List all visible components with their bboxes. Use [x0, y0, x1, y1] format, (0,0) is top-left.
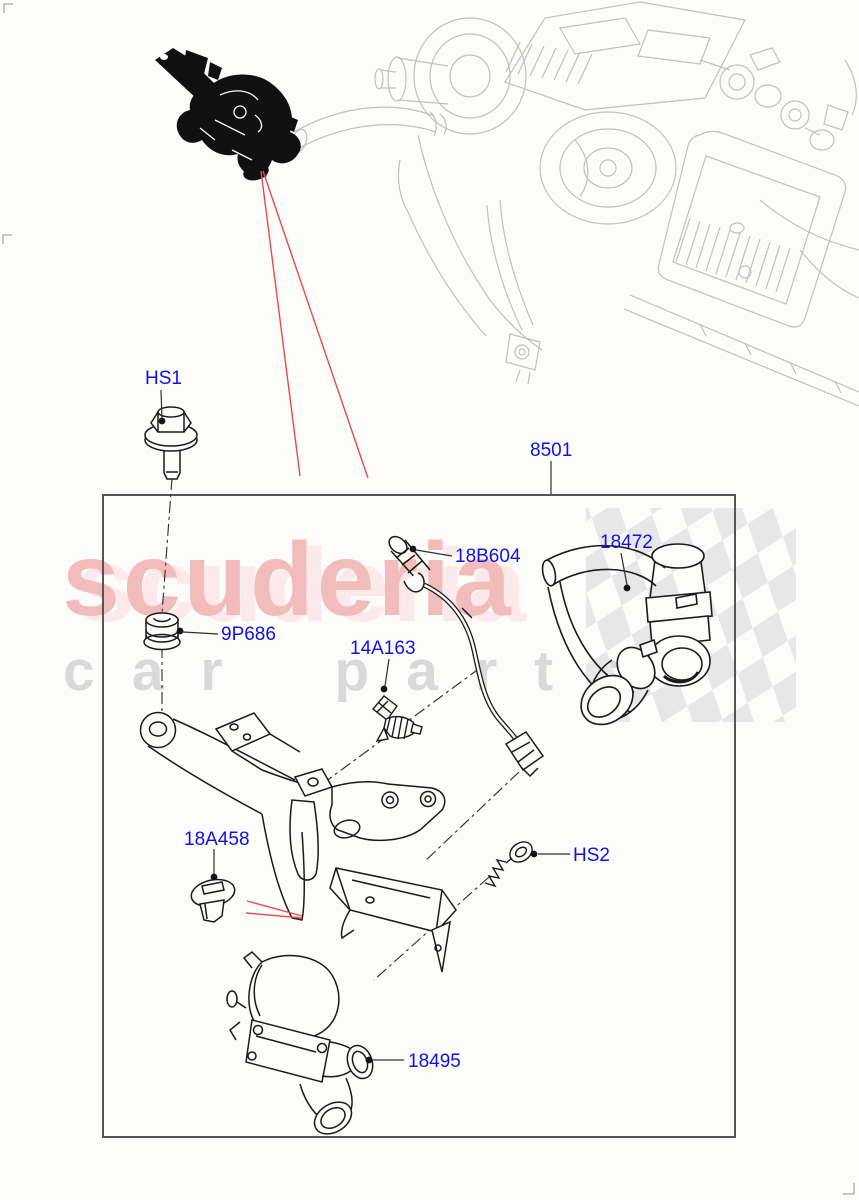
plug-red-arrows — [245, 900, 303, 919]
part-labels: HS1 8501 9P686 18B604 18472 14A163 18A45… — [145, 368, 653, 1072]
part-label-18495[interactable]: 18495 — [408, 1051, 461, 1072]
sensor-18b604-drawing — [388, 535, 545, 778]
sensor-14a163-drawing — [371, 695, 423, 742]
red-locator-lines — [260, 170, 369, 479]
grommet-9p686-drawing — [143, 612, 181, 651]
screw-hs2-drawing — [484, 841, 533, 888]
hose-18472-drawing — [541, 543, 713, 726]
watermark-brand-text: scuderia — [62, 522, 514, 638]
part-label-HS1[interactable]: HS1 — [145, 368, 182, 389]
bracket-drawing — [139, 711, 457, 973]
part-label-18B604[interactable]: 18B604 — [455, 546, 521, 567]
leader-lines — [160, 389, 628, 1061]
part-label-HS2[interactable]: HS2 — [573, 845, 610, 866]
valve-18495-drawing — [226, 951, 374, 1135]
parts-group-box — [102, 494, 736, 1138]
part-label-14A163[interactable]: 14A163 — [350, 638, 416, 659]
leader-dots — [158, 417, 631, 1064]
part-label-9P686[interactable]: 9P686 — [221, 624, 276, 645]
hs1-bolt-drawing — [144, 406, 198, 480]
silhouette-mount-hole — [160, 54, 168, 60]
plug-18a458-drawing — [190, 878, 236, 923]
watermark: scuderia scuderia car parts — [62, 522, 622, 703]
highlighted-part-silhouette — [155, 48, 301, 181]
corner-marks — [2, 3, 855, 1195]
part-label-18472[interactable]: 18472 — [600, 532, 653, 553]
part-label-18A458[interactable]: 18A458 — [184, 829, 250, 850]
hvac-assembly-drawing — [290, 1, 859, 407]
part-label-8501[interactable]: 8501 — [530, 440, 572, 461]
